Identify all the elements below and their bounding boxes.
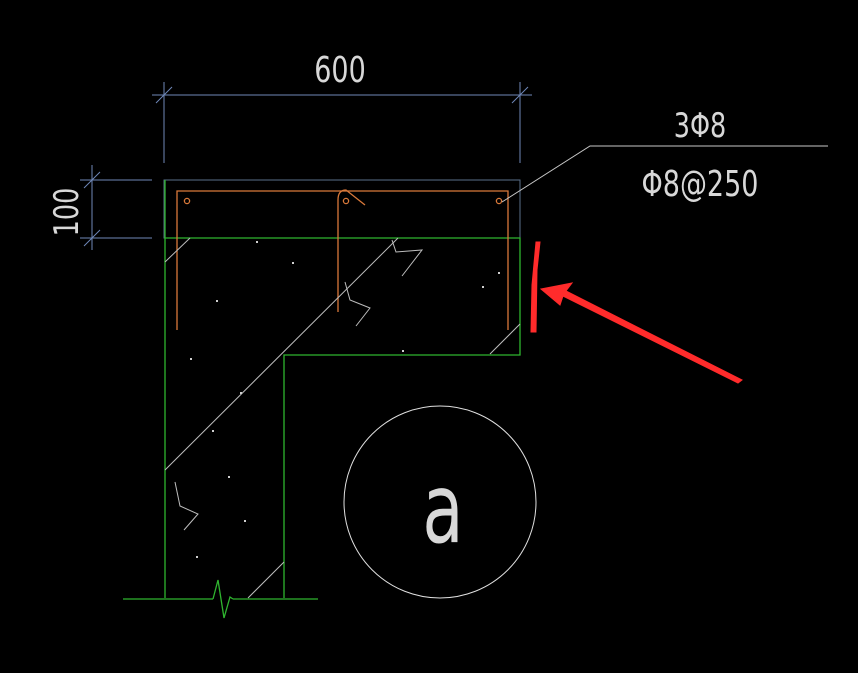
width-dimension: 600 — [152, 48, 532, 163]
top-bars-label: 3Φ8 — [674, 106, 727, 146]
rebar-dot-left — [183, 197, 191, 205]
annotation-leader — [501, 145, 828, 203]
break-symbol — [212, 579, 234, 619]
aggregate-dots — [190, 241, 500, 558]
rebar-cage — [176, 189, 509, 330]
red-edge-stroke — [530, 241, 541, 333]
red-arrow — [539, 282, 743, 384]
width-dimension-label: 600 — [314, 48, 366, 91]
column-circle — [343, 405, 537, 599]
height-dimension-label: 100 — [47, 188, 87, 237]
highlight-marker — [530, 241, 743, 384]
stirrup-label: Φ8@250 — [642, 162, 759, 205]
section-hatch — [164, 237, 521, 599]
rebar-annotation: 3Φ8 Φ8@250 — [501, 106, 828, 205]
top-rebar-line — [176, 190, 509, 330]
column-marker: a — [343, 405, 537, 599]
slab-bottom-outline — [165, 237, 521, 598]
height-dimension: 100 — [47, 165, 152, 250]
column-label: a — [422, 453, 463, 565]
rebar-dot-mid — [342, 197, 350, 205]
middle-hook-bar — [337, 189, 366, 312]
slab-top-outline — [163, 179, 521, 239]
rebar-dot-right — [495, 197, 503, 205]
